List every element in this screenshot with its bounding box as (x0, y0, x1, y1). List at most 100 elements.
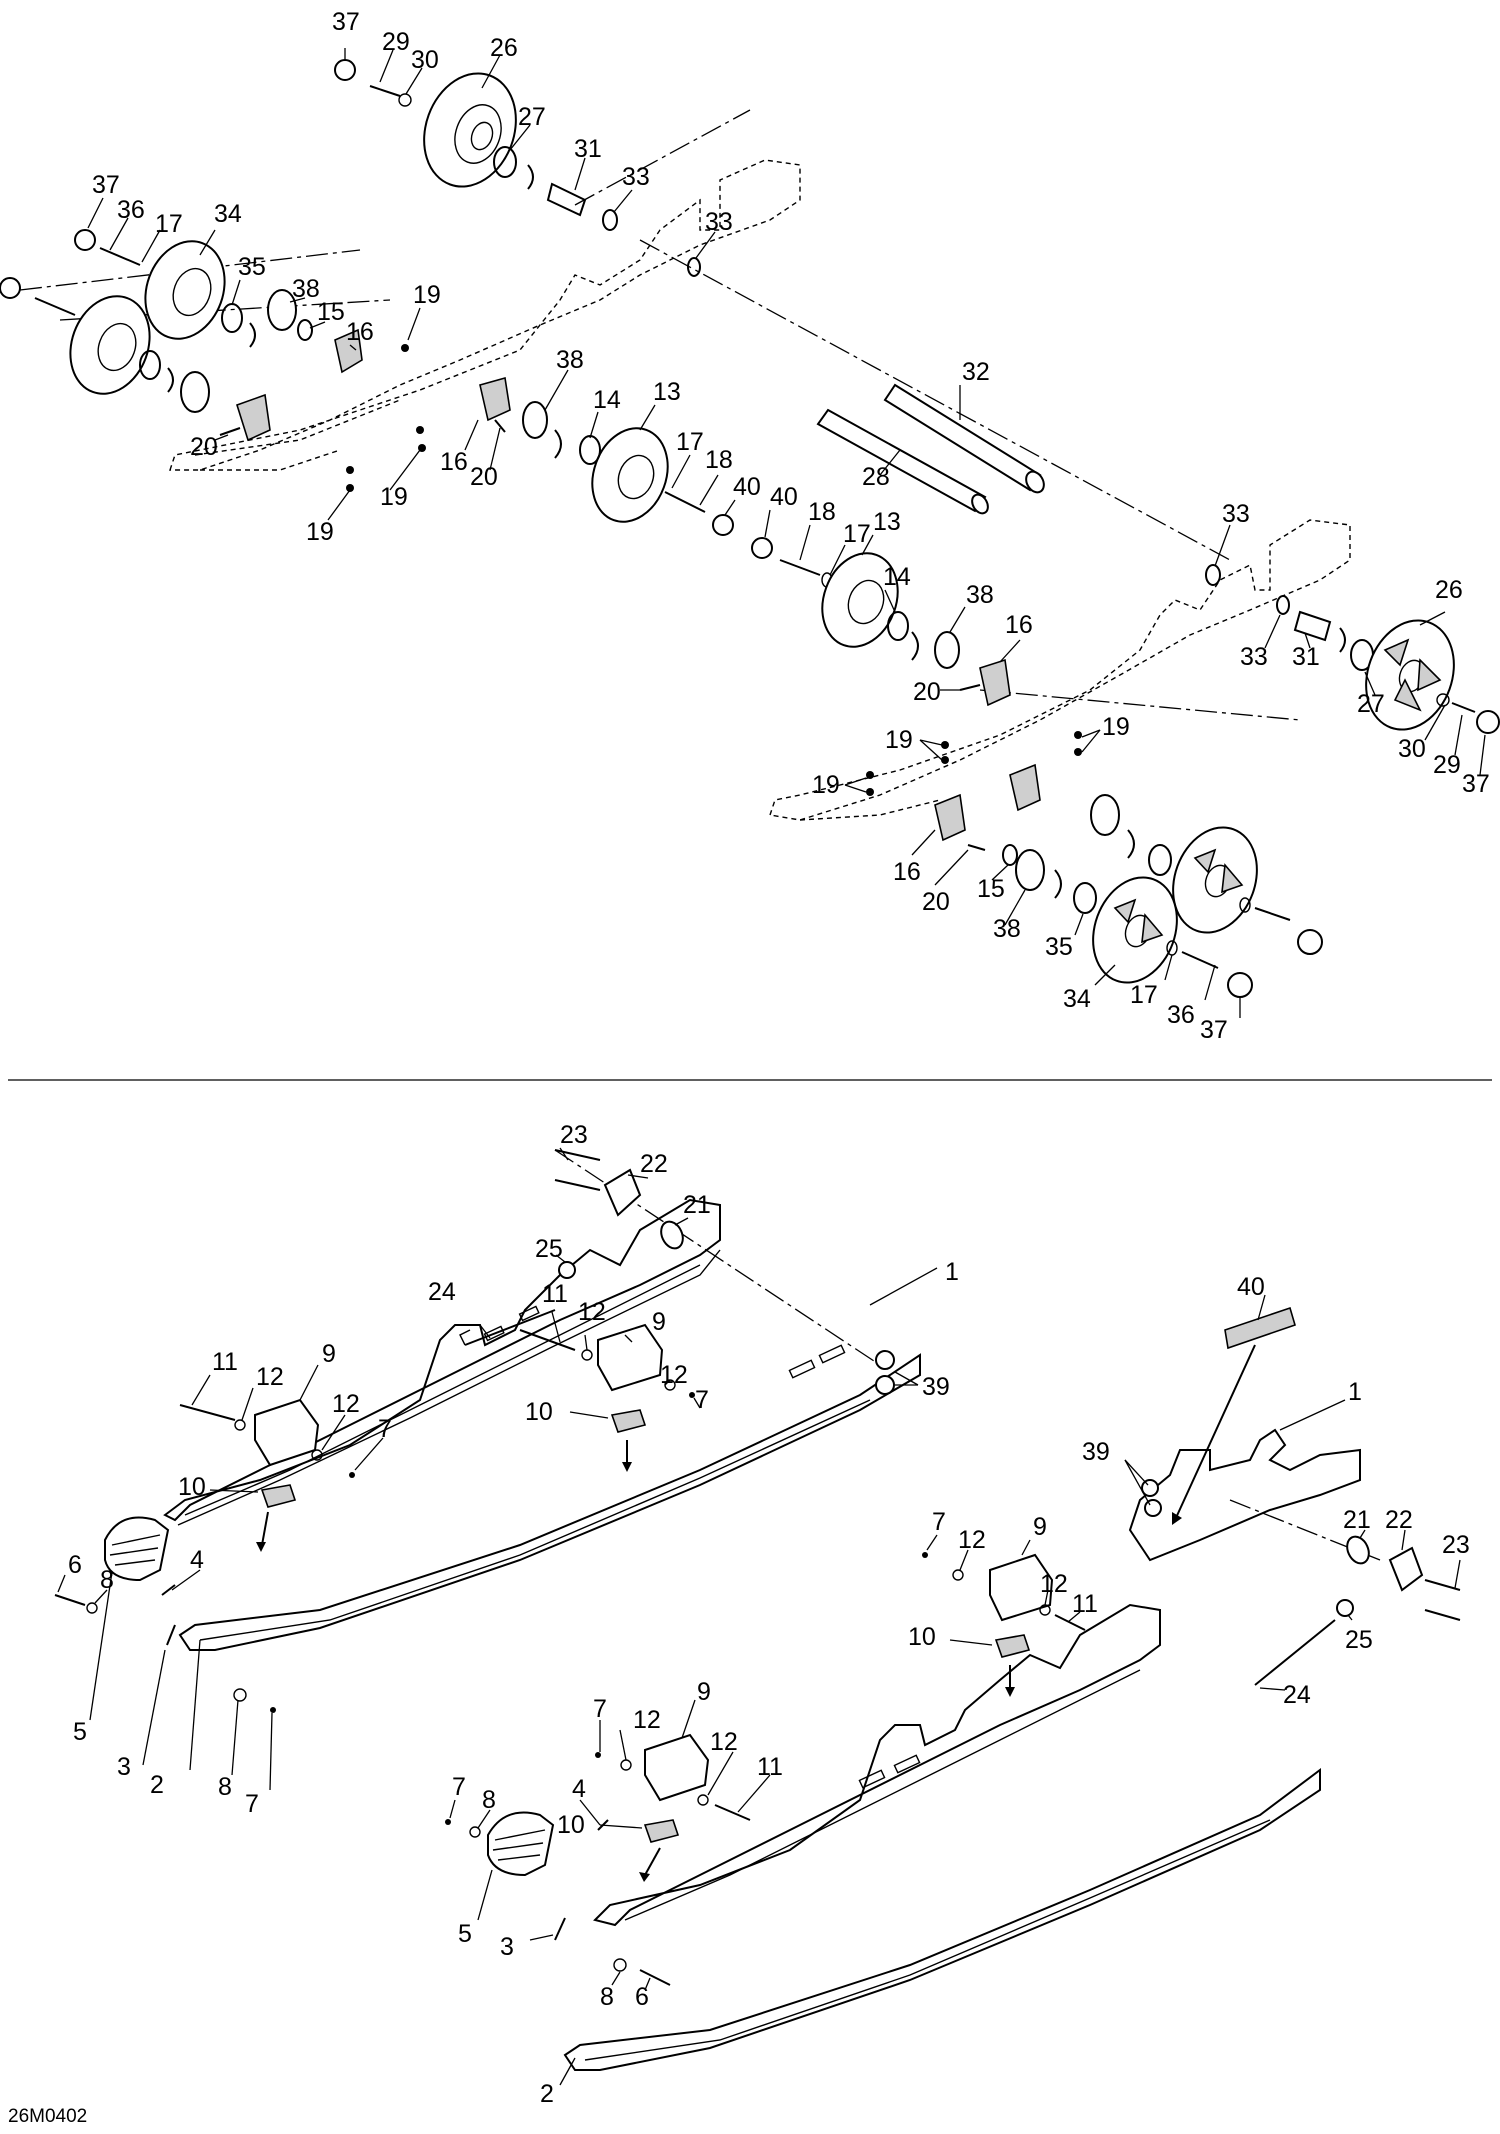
washer-15-left (297, 319, 313, 341)
callout-label: 27 (1357, 690, 1385, 718)
nut-7-right (922, 1552, 928, 1558)
callout-label: 7 (695, 1386, 709, 1414)
nut-39-a (875, 1350, 895, 1370)
circlip-right (911, 631, 919, 661)
cross-shaft-32 (883, 383, 1045, 494)
front-bumper-5-right (487, 1811, 555, 1877)
bolt-36-left (99, 247, 141, 266)
bearing-35-right (1073, 882, 1097, 914)
callout-label: 8 (100, 1566, 114, 1594)
callout-label: 8 (482, 1786, 496, 1814)
idler-wheel-13-center (591, 427, 669, 523)
callout-label: 33 (705, 208, 733, 236)
insert-10-lower (643, 1819, 680, 1843)
idler-wheels-34-right (1092, 826, 1258, 984)
bolt-24-top (464, 1309, 556, 1346)
screw-6-left (54, 1594, 86, 1606)
callout-label: 12 (958, 1526, 986, 1554)
bracket-16-right-c (934, 793, 966, 842)
spacer-left-b (180, 371, 210, 413)
right-slide-frame (769, 519, 1351, 821)
callout-label: 6 (635, 1983, 649, 2011)
bolt-23-right-b (1424, 1609, 1461, 1621)
lower-assembly (54, 1149, 1461, 2071)
nut-7-top (689, 1392, 695, 1398)
screw-11-right (1054, 1614, 1086, 1631)
callout-label: 21 (1343, 1506, 1371, 1534)
callout-label: 24 (428, 1278, 456, 1306)
bolt-18-right (779, 559, 821, 576)
washer-12-left-a (234, 1419, 246, 1431)
callout-label: 40 (1237, 1273, 1265, 1301)
callout-label: 12 (710, 1728, 738, 1756)
callout-label: 33 (622, 163, 650, 191)
nut-19-e (346, 484, 354, 492)
callout-label: 11 (542, 1280, 568, 1308)
spacer-right-c (1090, 794, 1120, 836)
screw-6-lower (639, 1969, 671, 1986)
callout-label: 10 (908, 1623, 936, 1651)
callout-label: 40 (770, 483, 798, 511)
circlip-right-b (1054, 869, 1062, 899)
plate-22-top (603, 1168, 642, 1217)
left-slide-frame (169, 159, 801, 471)
wear-block-9-top (597, 1323, 664, 1392)
nut-19-b (416, 426, 424, 434)
callout-label: 5 (73, 1718, 87, 1746)
bracket-16-right-a (979, 658, 1011, 707)
callout-label: 8 (600, 1983, 614, 2011)
drawing-code: 26M0402 (8, 2106, 87, 2127)
callout-label: 19 (306, 518, 334, 546)
washer-8-left (86, 1602, 98, 1614)
callout-label: 13 (873, 508, 901, 536)
callout-label: 38 (966, 581, 994, 609)
callout-label: 19 (885, 726, 913, 754)
callout-label: 34 (214, 200, 242, 228)
bolt-23-b (554, 1179, 601, 1191)
cap-37-left-b (0, 277, 21, 299)
callout-label: 25 (1345, 1626, 1373, 1654)
callout-label: 17 (843, 520, 871, 548)
nut-19-r1 (1074, 731, 1082, 739)
spacer-31-top (546, 182, 587, 217)
cap-37-top (334, 59, 356, 81)
nut-19-r2 (1074, 748, 1082, 756)
circlip-center (554, 429, 562, 459)
callout-label: 12 (578, 1298, 606, 1326)
callout-label: 30 (411, 46, 439, 74)
bearing-14-right (887, 611, 909, 641)
spacer-38-right (934, 631, 960, 669)
cap-37-right-b (1227, 972, 1253, 998)
callout-label: 22 (1385, 1506, 1413, 1534)
cross-shaft-28 (816, 408, 989, 515)
callout-label: 28 (862, 463, 890, 491)
right-slide-2 (563, 1768, 1321, 2071)
cap-37-left-a (74, 229, 96, 251)
callout-label: 40 (733, 473, 761, 501)
callout-label: 38 (993, 915, 1021, 943)
callout-label: 15 (977, 875, 1005, 903)
callout-label: 29 (1433, 751, 1461, 779)
cap-37-right-a (1297, 929, 1323, 955)
screw-3-left (166, 1624, 176, 1646)
bolt-24-head (459, 1329, 471, 1346)
screw-3-lower (554, 1917, 566, 1941)
callout-label: 34 (1063, 985, 1091, 1013)
callout-label: 2 (540, 2080, 554, 2108)
wear-block-9-left (254, 1398, 320, 1467)
left-slide-2 (178, 1353, 921, 1651)
spacer-33-a (602, 209, 618, 231)
washer-8-lower-b (613, 1958, 627, 1972)
callout-label: 26 (1435, 576, 1463, 604)
callout-label: 35 (238, 253, 266, 281)
callout-labels: 37 29 30 26 27 31 33 33 37 36 17 34 35 3… (68, 8, 1490, 2108)
callout-label: 27 (518, 103, 546, 131)
callout-label: 12 (633, 1706, 661, 1734)
callout-label: 7 (932, 1508, 946, 1536)
callout-label: 38 (292, 275, 320, 303)
circlip-right-top (1339, 627, 1346, 653)
callout-label: 26 (490, 34, 518, 62)
screw-20-right-a (959, 684, 981, 691)
insert-10-left (260, 1484, 297, 1508)
callout-label: 9 (1033, 1513, 1047, 1541)
